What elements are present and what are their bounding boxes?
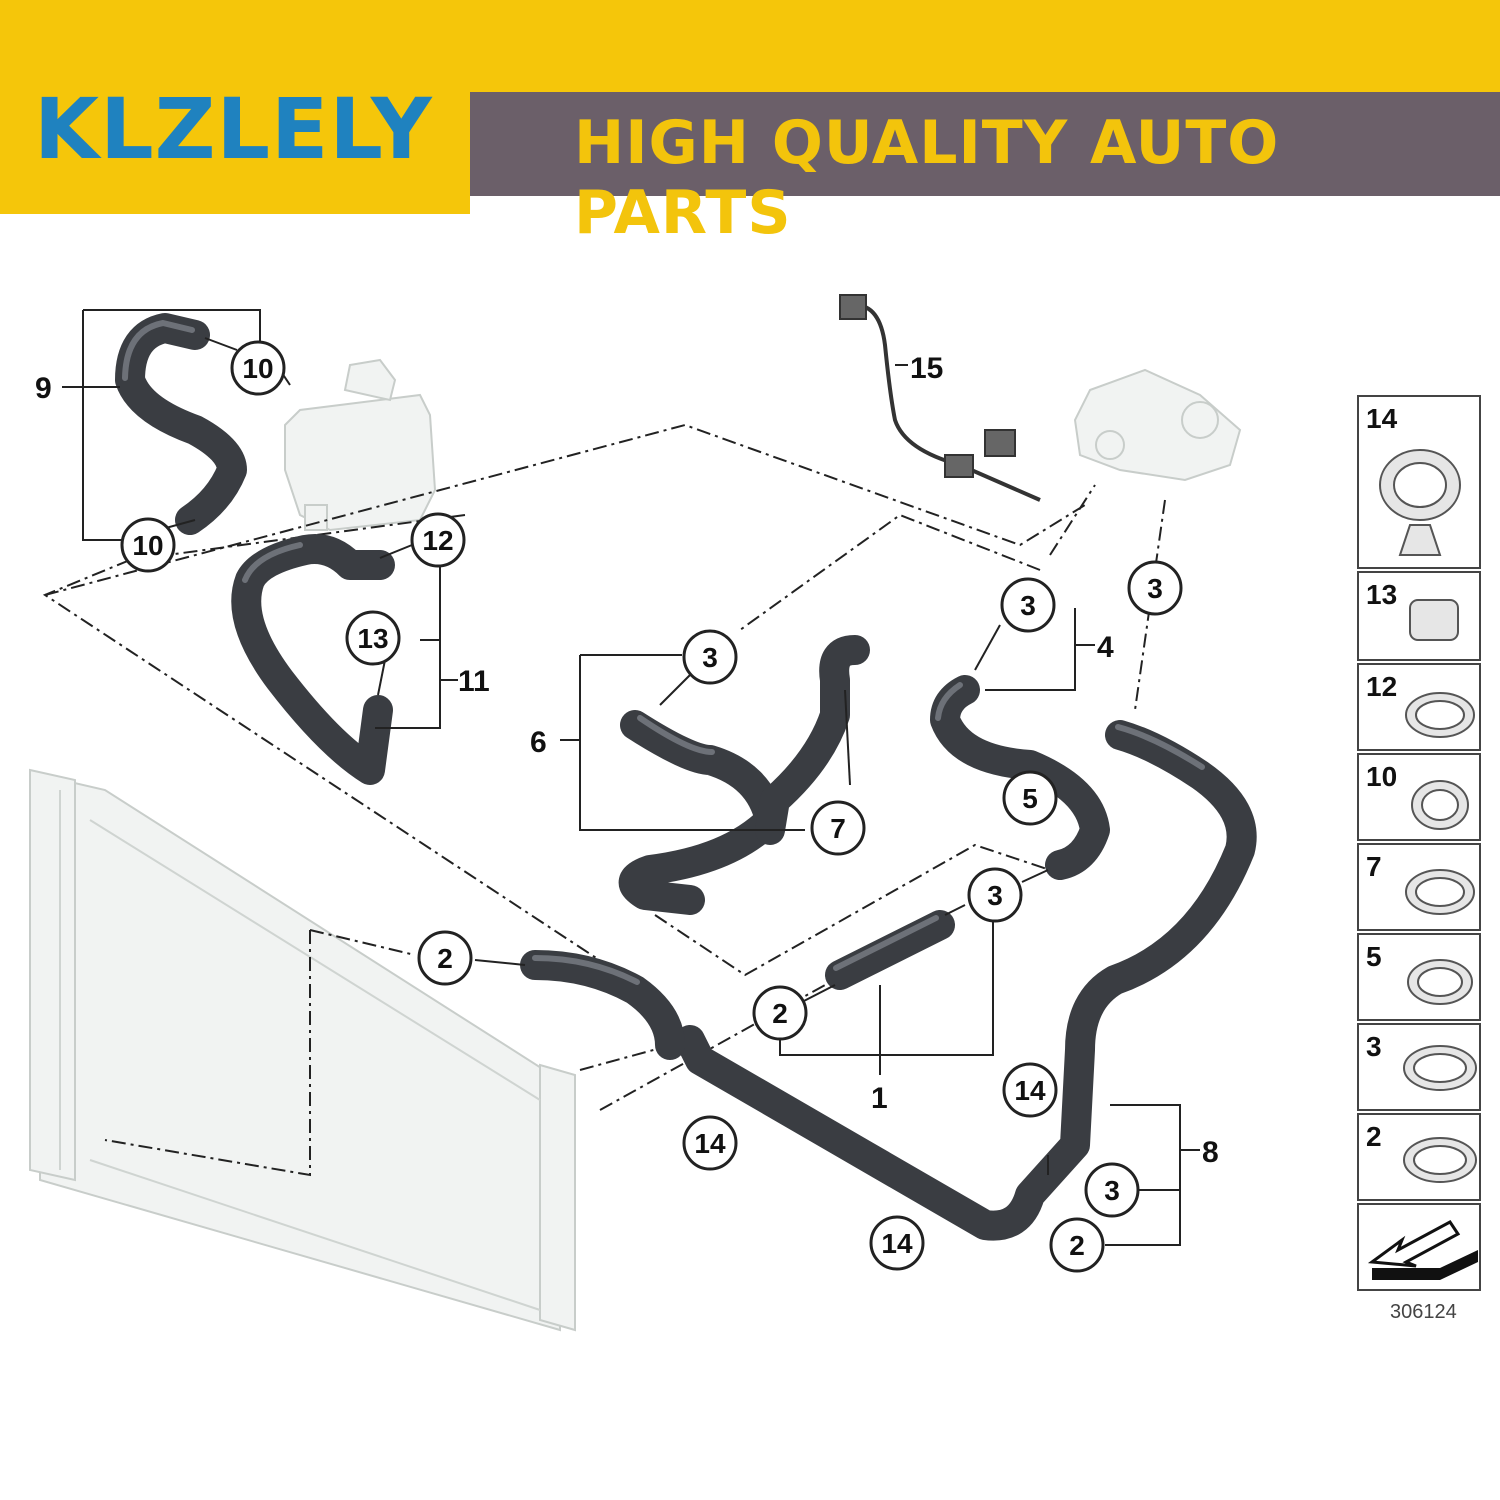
callout-10-top: 10 [230,340,286,396]
svg-text:14: 14 [694,1128,726,1159]
callout-3-d: 3 [967,867,1023,923]
svg-text:10: 10 [132,530,163,561]
svg-text:13: 13 [1366,579,1397,610]
svg-text:3: 3 [1147,573,1163,604]
header-slogan-bar [470,92,1500,196]
callout-3-a: 3 [682,629,738,685]
hose-1 [825,910,955,990]
svg-text:14: 14 [881,1228,913,1259]
direction-arrow-icon [1367,1220,1461,1268]
label-9: 9 [35,372,52,405]
radiator [29,768,576,1332]
callout-10-bottom: 10 [120,517,176,573]
legend-arrow [1357,1203,1481,1291]
hose-8 [675,720,1257,1241]
callout-12: 12 [410,512,466,568]
callouts: 10 10 12 13 3 7 3 3 5 3 2 2 14 14 14 3 2… [35,340,1219,1273]
svg-text:3: 3 [987,880,1003,911]
expansion-tank [284,358,437,532]
hose-9 [115,313,247,535]
legend-item-2: 2 [1357,1113,1481,1201]
thermostat-housing [1073,368,1242,482]
svg-text:14: 14 [1366,403,1398,434]
svg-text:12: 12 [1366,671,1397,702]
hose-4 [930,675,1110,880]
svg-text:3: 3 [1366,1031,1382,1062]
svg-text:14: 14 [1014,1075,1046,1106]
callout-14-a: 14 [1002,1062,1058,1118]
label-6: 6 [530,726,547,759]
legend-item-12: 12 [1357,663,1481,751]
coolant-hose-diagram: .hose { fill: none; stroke: #3a3d42; str… [29,294,1481,1332]
svg-text:5: 5 [1022,783,1038,814]
svg-text:13: 13 [357,623,388,654]
clamp-legend: 14 13 12 10 7 5 [1357,395,1481,1323]
svg-text:3: 3 [702,642,718,673]
diagram-id: 306124 [1390,1301,1457,1323]
hose-6 [618,635,870,915]
callout-14-c: 14 [869,1215,925,1271]
label-1: 1 [871,1082,888,1115]
svg-text:7: 7 [1366,851,1382,882]
callout-13: 13 [345,610,401,666]
callout-2-a: 2 [417,930,473,986]
svg-text:3: 3 [1020,590,1036,621]
label-4: 4 [1097,631,1114,664]
legend-item-14: 14 [1357,395,1481,569]
callout-2-c: 2 [1049,1217,1105,1273]
svg-text:5: 5 [1366,941,1382,972]
svg-text:7: 7 [830,813,846,844]
legend-item-3: 3 [1357,1023,1481,1111]
callout-7: 7 [810,800,866,856]
hose-2 [520,950,685,1060]
leader-lines [62,309,1200,1246]
callout-5: 5 [1002,770,1058,826]
callout-3-b: 3 [1000,577,1056,633]
label-11: 11 [458,665,490,698]
label-15: 15 [910,352,943,385]
svg-text:2: 2 [1069,1230,1085,1261]
header-banner: KLZLELY HIGH QUALITY AUTO PARTS [0,0,1500,248]
label-8: 8 [1202,1136,1219,1169]
legend-item-5: 5 [1357,933,1481,1021]
svg-text:2: 2 [772,998,788,1029]
svg-text:10: 10 [242,353,273,384]
legend-item-7: 7 [1357,843,1481,931]
svg-text:3: 3 [1104,1175,1120,1206]
legend-item-13: 13 [1357,571,1481,661]
svg-text:2: 2 [437,943,453,974]
brand-box [0,0,470,214]
brand-name: KLZLELY [34,80,433,178]
sensor-wire-15 [839,294,1041,502]
svg-text:12: 12 [422,525,453,556]
callout-3-c: 3 [1127,560,1183,616]
callout-14-b: 14 [682,1115,738,1171]
callout-3-e: 3 [1084,1162,1140,1218]
slogan-text: HIGH QUALITY AUTO PARTS [574,108,1280,248]
callout-2-b: 2 [752,985,808,1041]
svg-text:2: 2 [1366,1121,1382,1152]
legend-item-10: 10 [1357,753,1481,841]
hose-11 [231,534,395,785]
svg-text:10: 10 [1366,761,1397,792]
